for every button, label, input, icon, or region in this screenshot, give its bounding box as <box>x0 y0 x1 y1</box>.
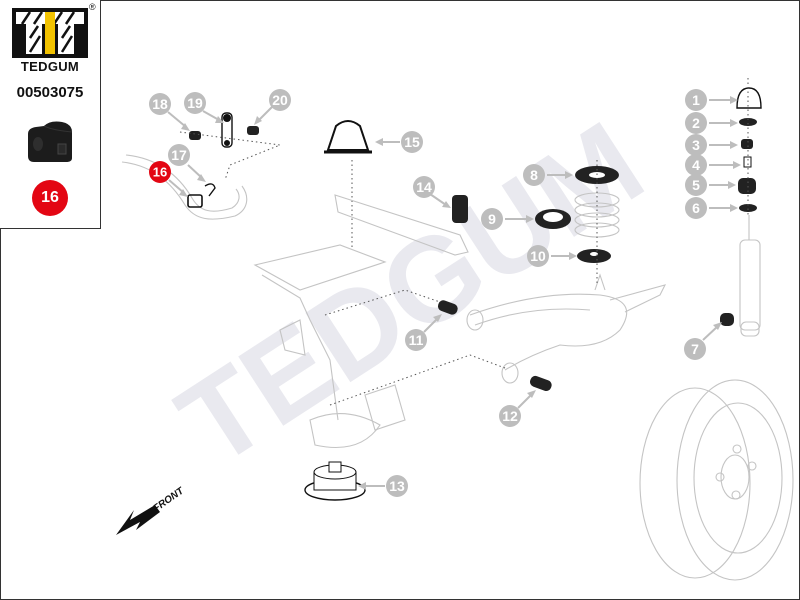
clamp-17-part <box>204 183 216 197</box>
callout-8[interactable]: 8 <box>523 164 573 186</box>
shock-bushing-7-part <box>720 313 734 326</box>
registered-mark: ® <box>89 2 96 12</box>
wheel <box>639 379 794 581</box>
callout-19[interactable]: 19 <box>184 92 224 123</box>
svg-text:8: 8 <box>530 167 538 183</box>
svg-text:6: 6 <box>692 200 700 216</box>
callout-16[interactable]: 16 <box>149 161 188 197</box>
shock-stack-parts <box>736 78 762 337</box>
callout-4[interactable]: 4 <box>685 154 741 176</box>
callout-15[interactable]: 15 <box>375 131 423 153</box>
link-bushing-18-part <box>189 131 201 140</box>
bushing-product-image <box>28 121 73 162</box>
bushing-11-part <box>437 300 458 315</box>
svg-text:1: 1 <box>692 92 700 108</box>
stabilizer-bar <box>121 154 248 220</box>
callout-3[interactable]: 3 <box>685 134 738 156</box>
callout-7[interactable]: 7 <box>684 322 722 360</box>
svg-text:17: 17 <box>171 147 187 163</box>
part-number: 00503075 <box>16 84 84 101</box>
beam-bushing-14-part <box>452 195 468 223</box>
svg-text:7: 7 <box>691 341 699 357</box>
svg-text:5: 5 <box>692 177 700 193</box>
callout-1[interactable]: 1 <box>685 89 738 111</box>
bearing-9-part <box>535 209 571 229</box>
callout-18[interactable]: 18 <box>149 93 190 131</box>
callout-20[interactable]: 20 <box>254 89 291 125</box>
bushing-16-part <box>187 194 203 208</box>
callout-14[interactable]: 14 <box>413 176 451 208</box>
callout-17[interactable]: 17 <box>168 144 206 182</box>
svg-text:20: 20 <box>272 92 288 108</box>
bracket-15-part <box>324 120 372 154</box>
callout-9[interactable]: 9 <box>481 208 534 230</box>
stabilizer-link-part <box>221 112 233 148</box>
svg-text:14: 14 <box>416 179 432 195</box>
position-badge: 16 <box>32 180 68 216</box>
svg-text:2: 2 <box>692 115 700 131</box>
svg-text:10: 10 <box>530 248 546 264</box>
callout-13[interactable]: 13 <box>358 475 408 497</box>
pad-10-part <box>577 249 611 263</box>
callout-11[interactable]: 11 <box>405 314 442 351</box>
product-panel: ® TEDGUM 00503075 16 <box>0 0 101 229</box>
front-arrow-icon: FRONT <box>116 485 187 535</box>
callout-5[interactable]: 5 <box>685 174 736 196</box>
svg-text:13: 13 <box>389 478 405 494</box>
callout-6[interactable]: 6 <box>685 197 738 219</box>
svg-text:12: 12 <box>502 408 518 424</box>
callout-12[interactable]: 12 <box>499 390 536 427</box>
brand-name: TEDGUM <box>20 59 80 74</box>
callout-10[interactable]: 10 <box>527 245 577 267</box>
svg-text:11: 11 <box>409 332 424 348</box>
link-bushing-20-part <box>247 126 259 135</box>
svg-text:15: 15 <box>404 134 420 150</box>
svg-text:19: 19 <box>187 95 203 111</box>
svg-text:3: 3 <box>692 137 700 153</box>
bushing-12-part <box>530 375 552 391</box>
mount-13-part <box>304 461 366 501</box>
callout-2[interactable]: 2 <box>685 112 738 134</box>
tedgum-logo-icon <box>12 8 88 58</box>
svg-text:18: 18 <box>152 96 168 112</box>
svg-text:16: 16 <box>153 165 167 180</box>
svg-text:9: 9 <box>488 211 496 227</box>
front-label: FRONT <box>151 485 186 514</box>
svg-text:4: 4 <box>692 157 700 173</box>
